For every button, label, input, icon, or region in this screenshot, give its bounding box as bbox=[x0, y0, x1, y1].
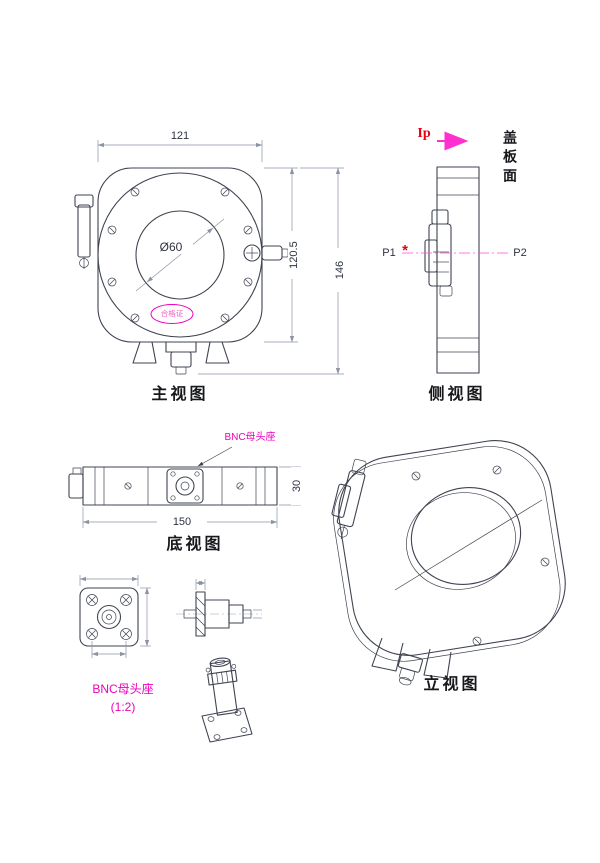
front-clamp-screw bbox=[243, 244, 289, 262]
bnc-leader-line bbox=[197, 446, 233, 467]
side-view-drawing bbox=[402, 131, 510, 374]
bnc-side-detail bbox=[176, 579, 262, 637]
bnc-detail-label: BNC母头座 bbox=[92, 682, 154, 696]
front-dim-total-height: 146 bbox=[333, 248, 347, 293]
p1-label: P1 bbox=[382, 247, 396, 259]
bottom-dim-height: 30 bbox=[290, 467, 304, 506]
front-view-drawing bbox=[74, 140, 344, 375]
front-latch bbox=[74, 194, 94, 269]
bnc-3d-detail bbox=[201, 657, 253, 743]
front-screws bbox=[107, 187, 253, 323]
side-latch-clip bbox=[424, 209, 453, 297]
bottom-bnc-flange bbox=[166, 468, 204, 504]
front-dim-bore: Ø60 bbox=[149, 240, 193, 255]
bnc-detail-scale: (1:2) bbox=[110, 700, 136, 714]
bottom-view-title: 底视图 bbox=[166, 536, 224, 553]
front-dim-width-lines bbox=[97, 140, 263, 162]
front-dim-body-height: 120.5 bbox=[287, 231, 301, 280]
cert-sticker bbox=[150, 304, 194, 324]
front-feet-connector bbox=[132, 341, 230, 375]
iso-latch bbox=[331, 458, 367, 539]
p2-label: P2 bbox=[513, 247, 527, 259]
iso-screws bbox=[411, 465, 550, 646]
cert-sticker-label: 合格证 bbox=[160, 309, 184, 318]
bnc-front-detail bbox=[79, 575, 151, 658]
asterisk-marker: * bbox=[402, 242, 408, 259]
front-dim-width: 121 bbox=[170, 130, 190, 142]
side-view-title: 侧视图 bbox=[428, 386, 486, 403]
bottom-bnc-label: BNC母头座 bbox=[224, 432, 276, 443]
cover-plate-label: 盖板面 bbox=[501, 130, 516, 187]
ip-label: Ip bbox=[417, 126, 431, 141]
front-dim-total-height-lines bbox=[198, 167, 344, 375]
iso-feet-connector bbox=[371, 637, 452, 686]
bottom-dim-length: 150 bbox=[157, 516, 207, 529]
iso-view-drawing bbox=[331, 440, 566, 686]
iso-view-title: 立视图 bbox=[423, 676, 481, 693]
front-view-title: 主视图 bbox=[151, 386, 209, 403]
